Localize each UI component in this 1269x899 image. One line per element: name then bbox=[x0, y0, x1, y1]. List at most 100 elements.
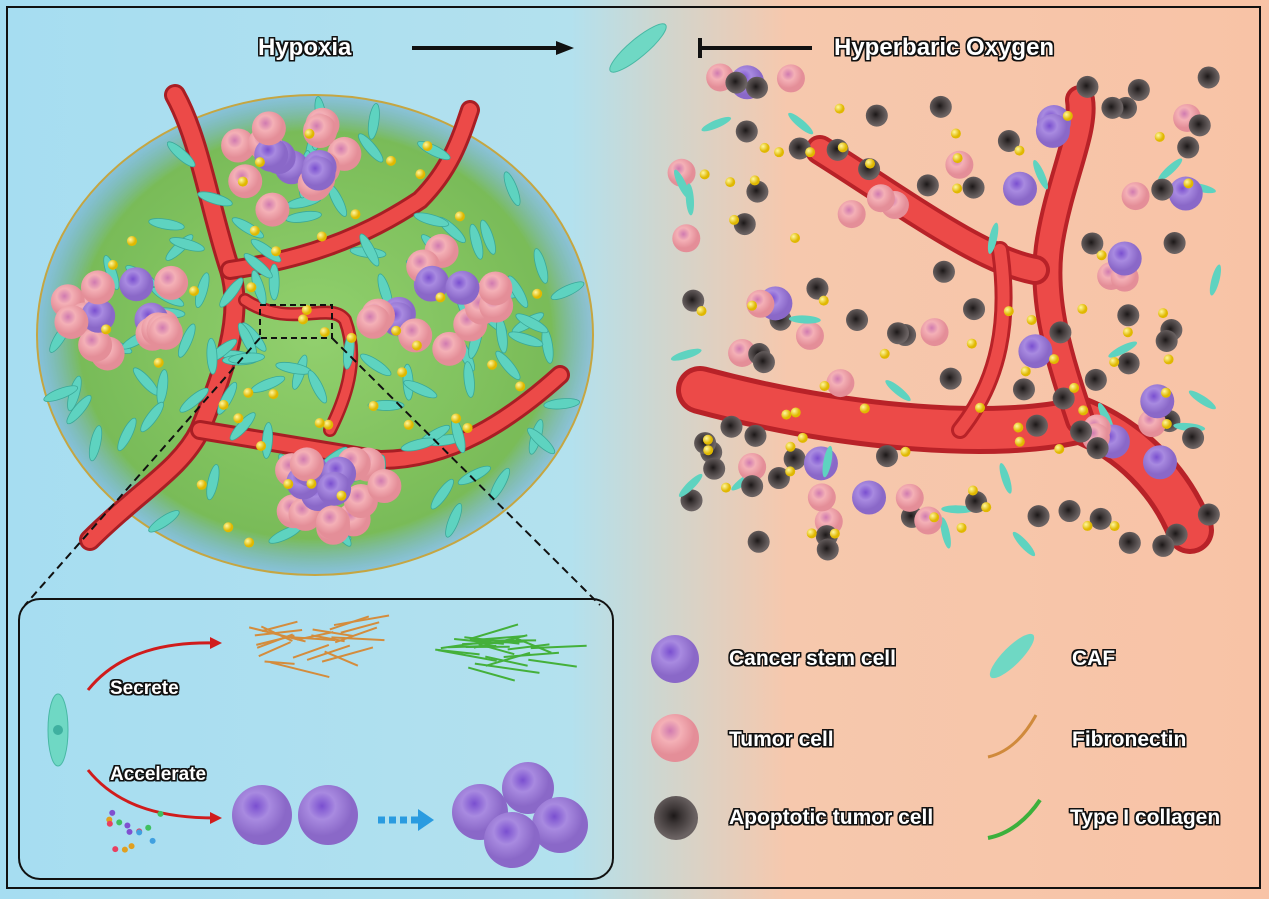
apoptotic-tumor-cell bbox=[1049, 321, 1072, 344]
caf-icon-header bbox=[609, 23, 667, 73]
apoptotic-tumor-cell bbox=[1076, 75, 1099, 98]
oxygen-particle bbox=[487, 359, 498, 370]
secreted-factor bbox=[128, 843, 135, 850]
accelerate-arrow bbox=[86, 769, 216, 820]
fibronectin-fiber bbox=[340, 621, 380, 634]
apoptotic-tumor-cell bbox=[783, 447, 806, 470]
collagen-fiber bbox=[469, 635, 525, 642]
oxygen-particle bbox=[319, 327, 330, 338]
caf-cell bbox=[940, 517, 951, 549]
tumor-cell-icon bbox=[651, 714, 699, 762]
oxygen-particle bbox=[323, 419, 334, 430]
tumor-cell bbox=[667, 158, 696, 187]
oxygen-particle bbox=[268, 389, 279, 400]
oxygen-particle bbox=[829, 528, 840, 539]
secreted-factor bbox=[121, 846, 128, 853]
apoptotic-tumor-cell bbox=[1182, 426, 1205, 449]
apoptotic-tumor-cell bbox=[876, 445, 899, 468]
caf-cell bbox=[261, 422, 273, 459]
oxygen-particle bbox=[218, 399, 229, 410]
cancer-stem-cell bbox=[119, 267, 154, 302]
apoptotic-tumor-cell bbox=[741, 475, 764, 498]
oxygen-particle bbox=[1014, 436, 1025, 447]
arrowhead-icon bbox=[556, 41, 574, 55]
oxygen-particle bbox=[819, 380, 830, 391]
oxygen-particle bbox=[806, 528, 817, 539]
oxygen-particle bbox=[1077, 303, 1088, 314]
caf-cell bbox=[166, 141, 196, 168]
apoptotic-tumor-cell bbox=[680, 489, 703, 512]
oxygen-particle bbox=[298, 314, 309, 325]
collagen-fiber bbox=[485, 655, 528, 667]
oxygen-particle bbox=[1014, 145, 1025, 156]
tumor-cell bbox=[807, 483, 836, 512]
apoptotic-tumor-cell bbox=[932, 260, 955, 283]
oxygen-particle bbox=[237, 176, 248, 187]
oxygen-particle bbox=[350, 209, 361, 220]
secreted-factor bbox=[136, 829, 143, 836]
oxygen-particle bbox=[515, 381, 526, 392]
oxygen-particle bbox=[462, 422, 473, 433]
collagen-fiber bbox=[507, 643, 550, 651]
oxygen-particle bbox=[271, 246, 282, 257]
oxygen-particle bbox=[391, 325, 402, 336]
oxygen-particle bbox=[196, 479, 207, 490]
secreted-factor bbox=[157, 810, 164, 817]
apoptotic-tumor-cell bbox=[962, 176, 985, 199]
oxygen-particle bbox=[254, 157, 265, 168]
secrete-label: Secrete bbox=[110, 678, 179, 699]
fibronectin-fiber bbox=[312, 628, 354, 637]
caf-cell bbox=[515, 313, 549, 334]
oxygen-particle bbox=[952, 153, 963, 164]
caf-cell bbox=[243, 253, 273, 279]
apoptotic-tumor-cell bbox=[733, 213, 756, 236]
tumor-cell bbox=[738, 452, 767, 481]
caf-cell bbox=[533, 248, 549, 284]
tumor-cell bbox=[303, 114, 338, 149]
oxygen-particle bbox=[189, 285, 200, 296]
oxygen-particle bbox=[1082, 520, 1093, 531]
apoptotic-tumor-cell bbox=[1177, 136, 1200, 159]
oxygen-particle bbox=[256, 441, 267, 452]
secreted-factor bbox=[124, 822, 131, 829]
oxygen-particle bbox=[346, 332, 357, 343]
collagen-fiber bbox=[435, 648, 480, 656]
oxygen-particle bbox=[314, 417, 325, 428]
oxygen-particle bbox=[797, 432, 808, 443]
apoptotic-tumor-cell bbox=[939, 367, 962, 390]
fibronectin-fiber bbox=[324, 650, 359, 667]
caf-cell bbox=[1188, 390, 1216, 410]
secreted-factor bbox=[109, 809, 116, 816]
apoptotic-tumor-cell bbox=[1151, 178, 1174, 201]
oxygen-particle bbox=[153, 357, 164, 368]
secreted-factor bbox=[112, 846, 119, 853]
hypoxia-label: Hypoxia bbox=[258, 34, 352, 61]
caf-cell bbox=[550, 281, 585, 300]
oxygen-particle bbox=[790, 407, 801, 418]
caf-cell bbox=[489, 467, 511, 501]
oxygen-particle bbox=[721, 482, 732, 493]
secreted-factor bbox=[149, 837, 156, 844]
apoptotic-tumor-cell bbox=[745, 76, 768, 99]
tumor-cell bbox=[1121, 182, 1150, 211]
apoptotic-tumor-cell bbox=[806, 277, 829, 300]
oxygen-particle bbox=[864, 158, 875, 169]
oxygen-particle bbox=[454, 211, 465, 222]
oxygen-particle bbox=[1054, 444, 1065, 455]
oxygen-particle bbox=[306, 478, 317, 489]
caf-cell bbox=[219, 277, 244, 308]
caf-cell bbox=[507, 275, 529, 308]
oxygen-particle bbox=[301, 304, 312, 315]
apoptotic-tumor-cell bbox=[682, 289, 705, 312]
apoptotic-tumor-cell bbox=[1188, 114, 1211, 137]
oxygen-particle bbox=[336, 490, 347, 501]
caf-cell bbox=[495, 350, 521, 381]
oxygen-particle bbox=[818, 295, 829, 306]
cancer-stem-cell bbox=[1018, 334, 1053, 369]
oxygen-particle bbox=[774, 147, 785, 158]
tumor-cell bbox=[315, 505, 350, 540]
oxygen-particle bbox=[244, 537, 255, 548]
fibronectin-fiber bbox=[256, 634, 295, 646]
caf-cell bbox=[685, 183, 695, 216]
caf-cell bbox=[358, 133, 384, 163]
